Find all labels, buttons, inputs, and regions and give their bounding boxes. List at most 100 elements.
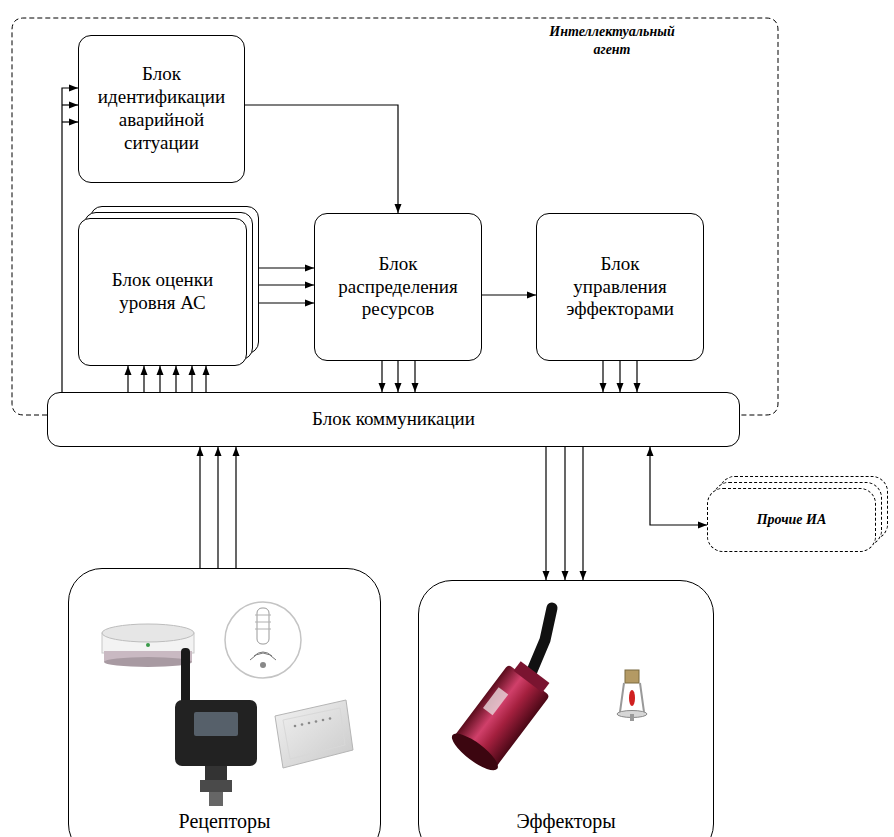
gas-detector [257, 608, 269, 644]
block-label: Прочие ИА [757, 512, 827, 529]
connector-line [564, 447, 565, 580]
fire-nozzle [447, 728, 503, 776]
block-label: Блок управления эффекторами [555, 253, 685, 321]
receptor-group: Рецепторы [68, 568, 381, 837]
arrowhead [600, 383, 607, 392]
wall-sensor [315, 720, 318, 723]
connector-line [582, 447, 583, 580]
arrowhead [698, 522, 707, 529]
connector-line [235, 447, 236, 568]
effector-group: Эффекторы [418, 580, 714, 837]
sprinkler [625, 670, 639, 683]
arrowhead [305, 282, 314, 289]
connector [600, 361, 641, 392]
arrowhead [305, 265, 314, 272]
arrowhead [543, 571, 550, 580]
wall-sensor [275, 700, 353, 768]
smoke-detector [102, 624, 194, 667]
connector-line [650, 447, 707, 525]
block-label: Блок оценки уровня АС [96, 269, 229, 315]
arrowhead [69, 85, 78, 92]
wireless-sensor [175, 700, 257, 766]
arrowhead [125, 366, 132, 375]
connector-line [217, 447, 218, 568]
gas-detector [255, 622, 271, 623]
arrowhead [580, 571, 587, 580]
process-box: Блок идентификации аварийной ситуации [78, 35, 245, 183]
process-box: Блок распределения ресурсов [314, 213, 482, 361]
wall-sensor [329, 717, 332, 720]
wall-sensor [294, 725, 297, 728]
arrowhead [647, 447, 654, 456]
wall-sensor [322, 719, 325, 722]
gas-detector [255, 615, 271, 616]
wall-sensor [308, 722, 311, 725]
arrowhead [69, 119, 78, 126]
arrowhead [173, 366, 180, 375]
connector [259, 265, 314, 307]
wireless-sensor [175, 648, 257, 806]
wireless-sensor [200, 780, 232, 792]
group-label: Рецепторы [69, 809, 380, 833]
connector-line [199, 447, 200, 568]
fire-nozzle [447, 655, 557, 776]
wall-sensor [294, 717, 332, 727]
block-label: Блок идентификации аварийной ситуации [97, 63, 226, 154]
arrowhead [141, 366, 148, 375]
wireless-sensor [194, 712, 238, 736]
gas-detector [260, 662, 266, 668]
arrowhead [189, 366, 196, 375]
arrowhead [203, 366, 210, 375]
arrowhead [395, 204, 402, 213]
process-box: Блок управления эффекторами [536, 213, 704, 361]
block-label: Блок распределения ресурсов [333, 253, 463, 321]
arrowhead [617, 383, 624, 392]
fire-nozzle [529, 608, 552, 678]
fire-nozzle [483, 687, 508, 715]
sprinkler [617, 670, 647, 721]
arrowhead [412, 383, 419, 392]
sprinkler [630, 714, 634, 721]
connector [543, 447, 587, 580]
gas-detector [225, 602, 301, 678]
agent-outline [12, 18, 778, 415]
gas-detector [255, 629, 271, 630]
smoke-detector [146, 643, 150, 647]
connector-line [62, 88, 78, 392]
smoke-detector [102, 624, 194, 642]
gas-detector [225, 602, 301, 678]
agent-boundary: Интеллектуальный агентБлок идентификации… [12, 18, 778, 448]
gas-detector [250, 652, 276, 660]
group-label: Эффекторы [419, 809, 713, 833]
wall-sensor [301, 723, 304, 726]
connector [245, 105, 402, 213]
other-agents-box: Прочие ИА [707, 488, 876, 552]
arrowhead [197, 447, 204, 456]
connector [62, 85, 78, 393]
arrowhead [634, 383, 641, 392]
arrowhead [395, 383, 402, 392]
block-label: Блок коммуникации [312, 408, 475, 431]
arrowhead [305, 300, 314, 307]
sprinkler [620, 683, 644, 712]
wall-sensor [283, 708, 345, 759]
communication-bus: Блок коммуникации [47, 392, 740, 447]
fire-nozzle [513, 661, 549, 692]
connector [379, 361, 419, 392]
wireless-sensor [209, 792, 223, 806]
connector [482, 292, 536, 299]
connector [197, 447, 240, 568]
wireless-sensor [205, 766, 227, 780]
connector-line [545, 447, 546, 580]
fire-nozzle [447, 608, 557, 776]
arrowhead [215, 447, 222, 456]
sprinkler [629, 690, 635, 706]
arrowhead [379, 383, 386, 392]
smoke-detector [104, 657, 192, 667]
agent-title: Интеллектуальный агент [542, 23, 682, 58]
wall-sensor [275, 700, 353, 768]
connector [647, 447, 708, 529]
arrowhead [527, 292, 536, 299]
arrowhead [233, 447, 240, 456]
